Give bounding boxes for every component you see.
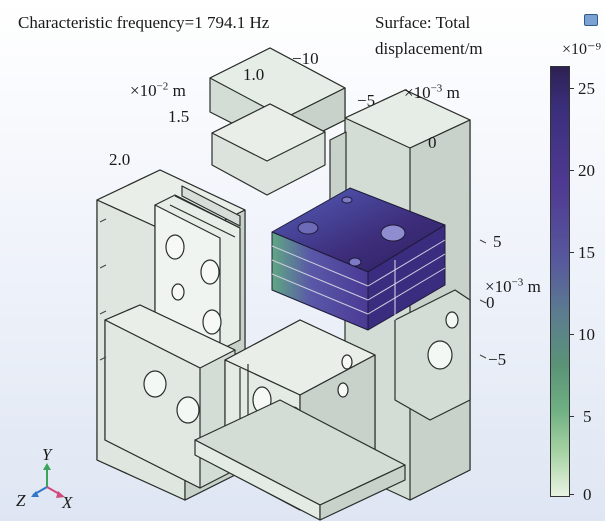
left-axis-unit: ×10−2 m (130, 80, 186, 100)
top-axis-tick-3: 0 (428, 133, 437, 152)
top-axis-tick-1: −10 (292, 49, 319, 68)
frequency-title: Characteristic frequency=1 794.1 Hz (18, 13, 270, 32)
colorbar-tick-10: 10 (578, 325, 595, 344)
triad-y-label: Y (42, 445, 52, 464)
colorbar-tick-15: 15 (578, 243, 595, 262)
surface-label-line1: Surface: Total (375, 13, 471, 32)
left-axis-tick-2: 1.5 (168, 107, 190, 126)
colorbar-tick-20: 20 (578, 161, 595, 180)
colorbar-tick-5: 5 (583, 407, 592, 426)
graphics-toolbar-icon[interactable] (584, 14, 598, 26)
deformed-plate-stack (271, 187, 446, 331)
left-axis-tick-3: 2.0 (109, 150, 131, 169)
colorbar-tick-0: 0 (583, 485, 592, 504)
triad-x-label: X (62, 493, 73, 512)
top-axis-unit: ×10−3 m (404, 82, 460, 102)
right-axis-tick-3: −5 (488, 350, 507, 369)
colorbar (550, 66, 570, 497)
top-axis-tick-2: −5 (357, 91, 376, 110)
surface-label-line2: displacement/m (375, 39, 483, 58)
colorbar-tick-25: 25 (578, 79, 595, 98)
colorbar-exponent: ×10⁻⁹ (562, 41, 602, 58)
axis-triad-icon (31, 463, 65, 498)
right-axis-tick-2: 0 (486, 293, 495, 312)
right-axis-unit: ×10−3 m (485, 276, 541, 296)
triad-z-label: Z (16, 491, 26, 510)
left-axis-tick-1: 1.0 (243, 65, 265, 84)
right-axis-tick-1: 5 (493, 232, 502, 251)
